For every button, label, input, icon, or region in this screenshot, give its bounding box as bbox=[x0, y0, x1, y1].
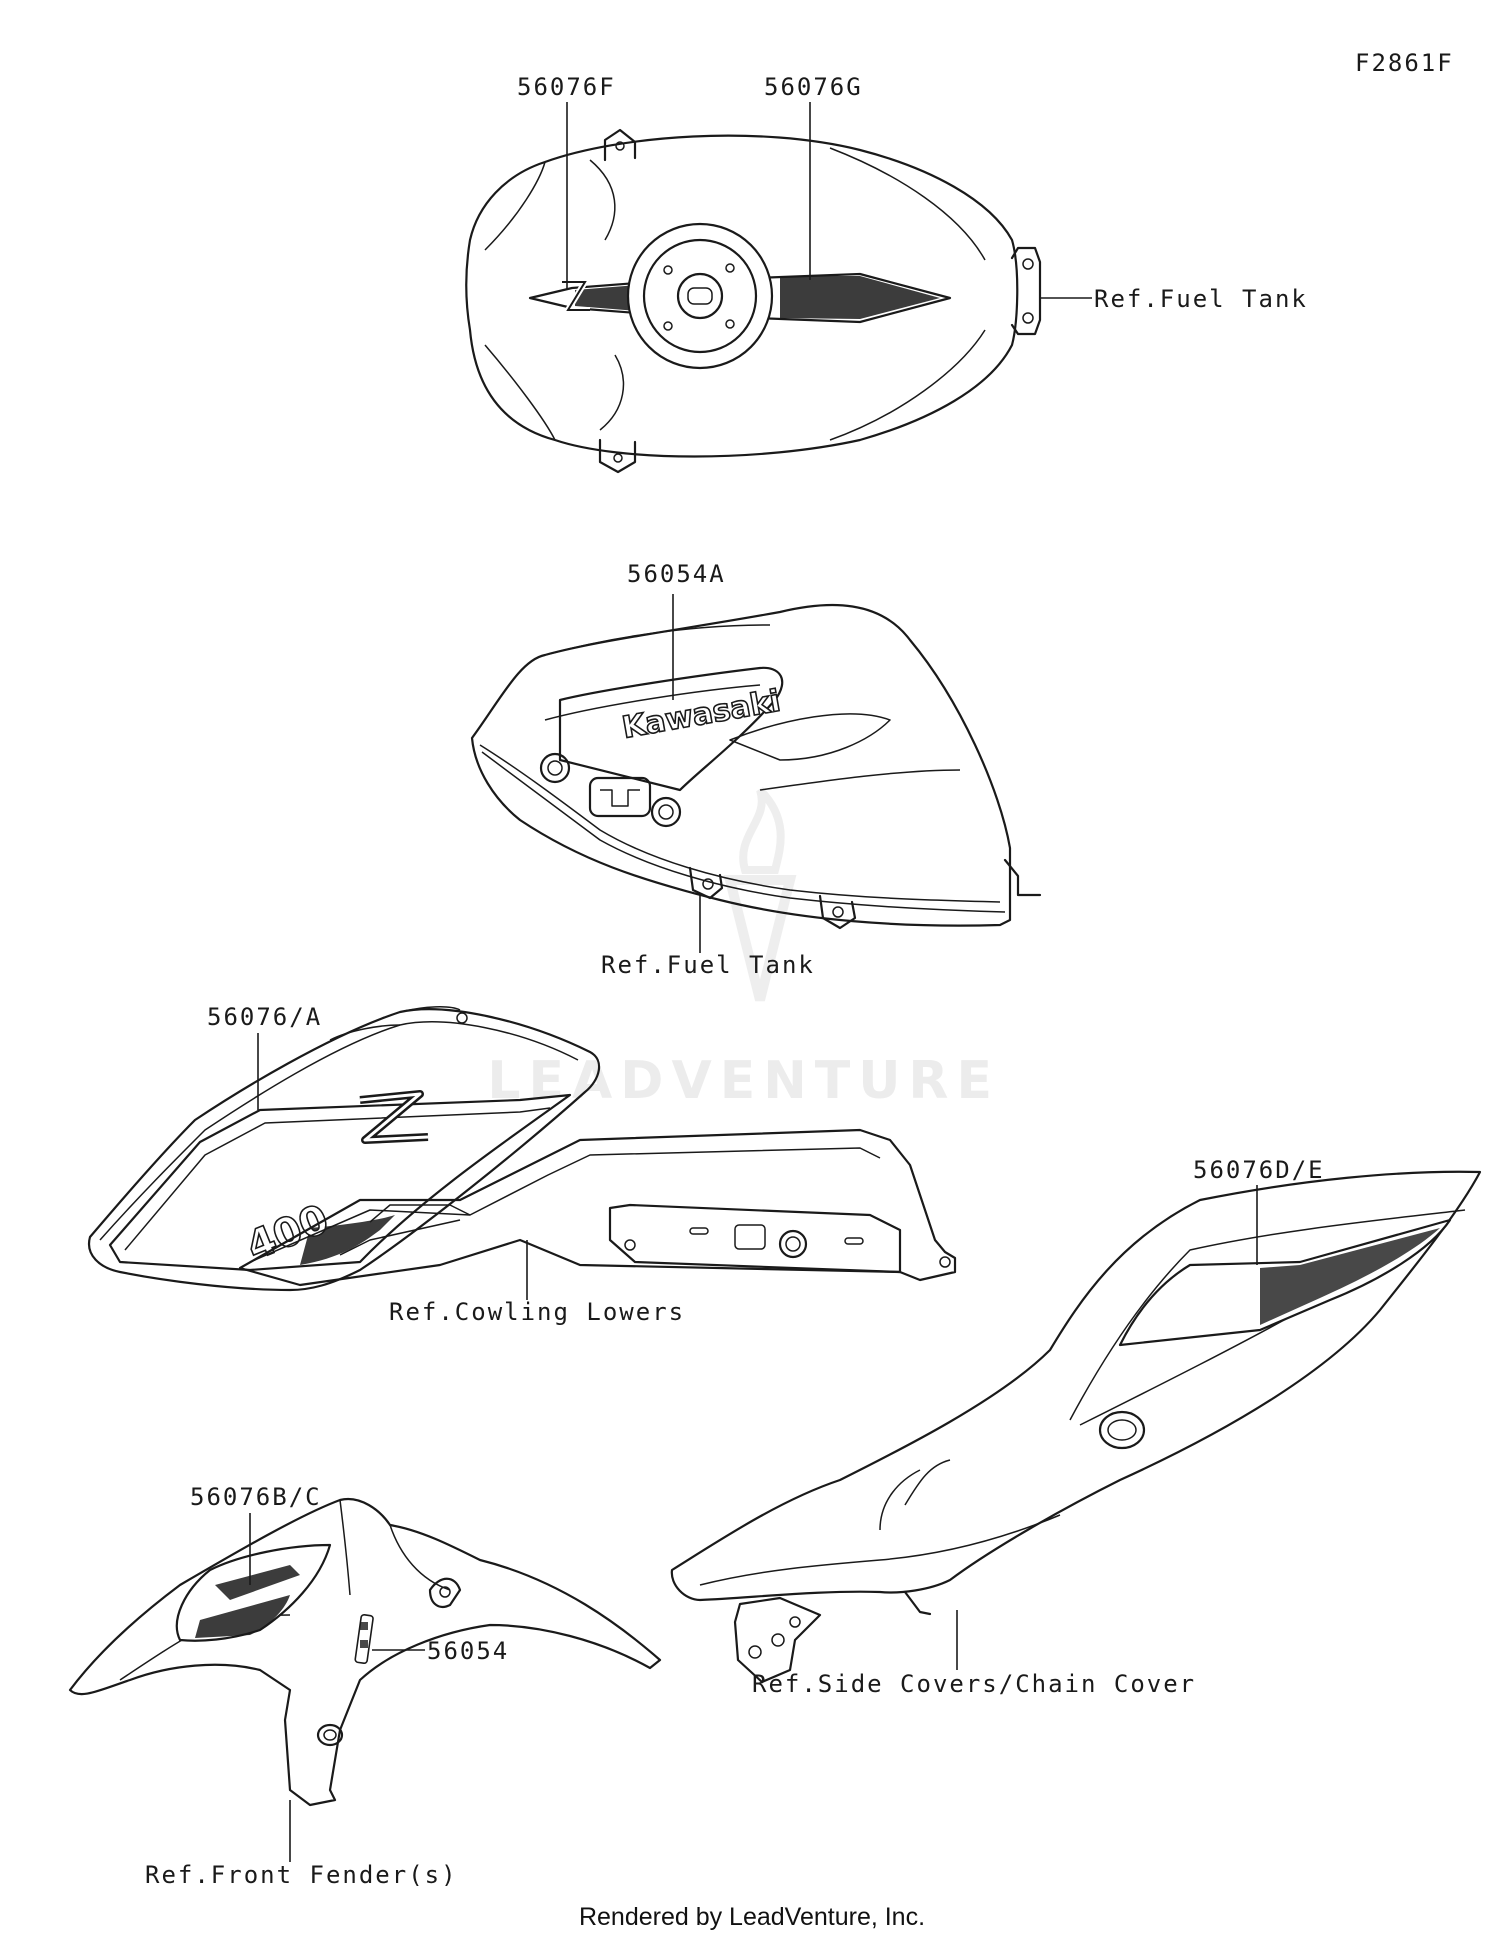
ref-cowling-lowers: Ref.Cowling Lowers bbox=[389, 1298, 685, 1326]
label-56076b-c: 56076B/C bbox=[190, 1483, 322, 1511]
diagram-id: F2861F bbox=[1355, 49, 1454, 77]
ref-side-covers-chain-cover: Ref.Side Covers/Chain Cover bbox=[752, 1670, 1196, 1698]
label-56076-a: 56076/A bbox=[207, 1003, 322, 1031]
label-56076d-e: 56076D/E bbox=[1193, 1156, 1325, 1184]
label-56054: 56054 bbox=[427, 1637, 509, 1665]
ref-fuel-tank-top: Ref.Fuel Tank bbox=[1094, 285, 1308, 313]
z-emblem-icon bbox=[562, 279, 591, 313]
watermark-text: LEADVENTURE bbox=[487, 1051, 1000, 1111]
footer-credit: Rendered by LeadVenture, Inc. bbox=[579, 1903, 925, 1931]
front-fender bbox=[68, 1497, 662, 1807]
cowling-shroud: 400 bbox=[87, 1006, 957, 1292]
label-56076g: 56076G bbox=[764, 73, 863, 101]
side-cover bbox=[670, 1170, 1482, 1684]
fuel-tank-side-view: Kawasaki bbox=[470, 603, 1042, 930]
ref-fuel-tank-side: Ref.Fuel Tank bbox=[601, 951, 815, 979]
label-56076f: 56076F bbox=[517, 73, 616, 101]
ref-front-fenders: Ref.Front Fender(s) bbox=[145, 1861, 458, 1889]
fuel-tank-top-view bbox=[465, 128, 1042, 474]
label-56054a: 56054A bbox=[627, 560, 726, 588]
